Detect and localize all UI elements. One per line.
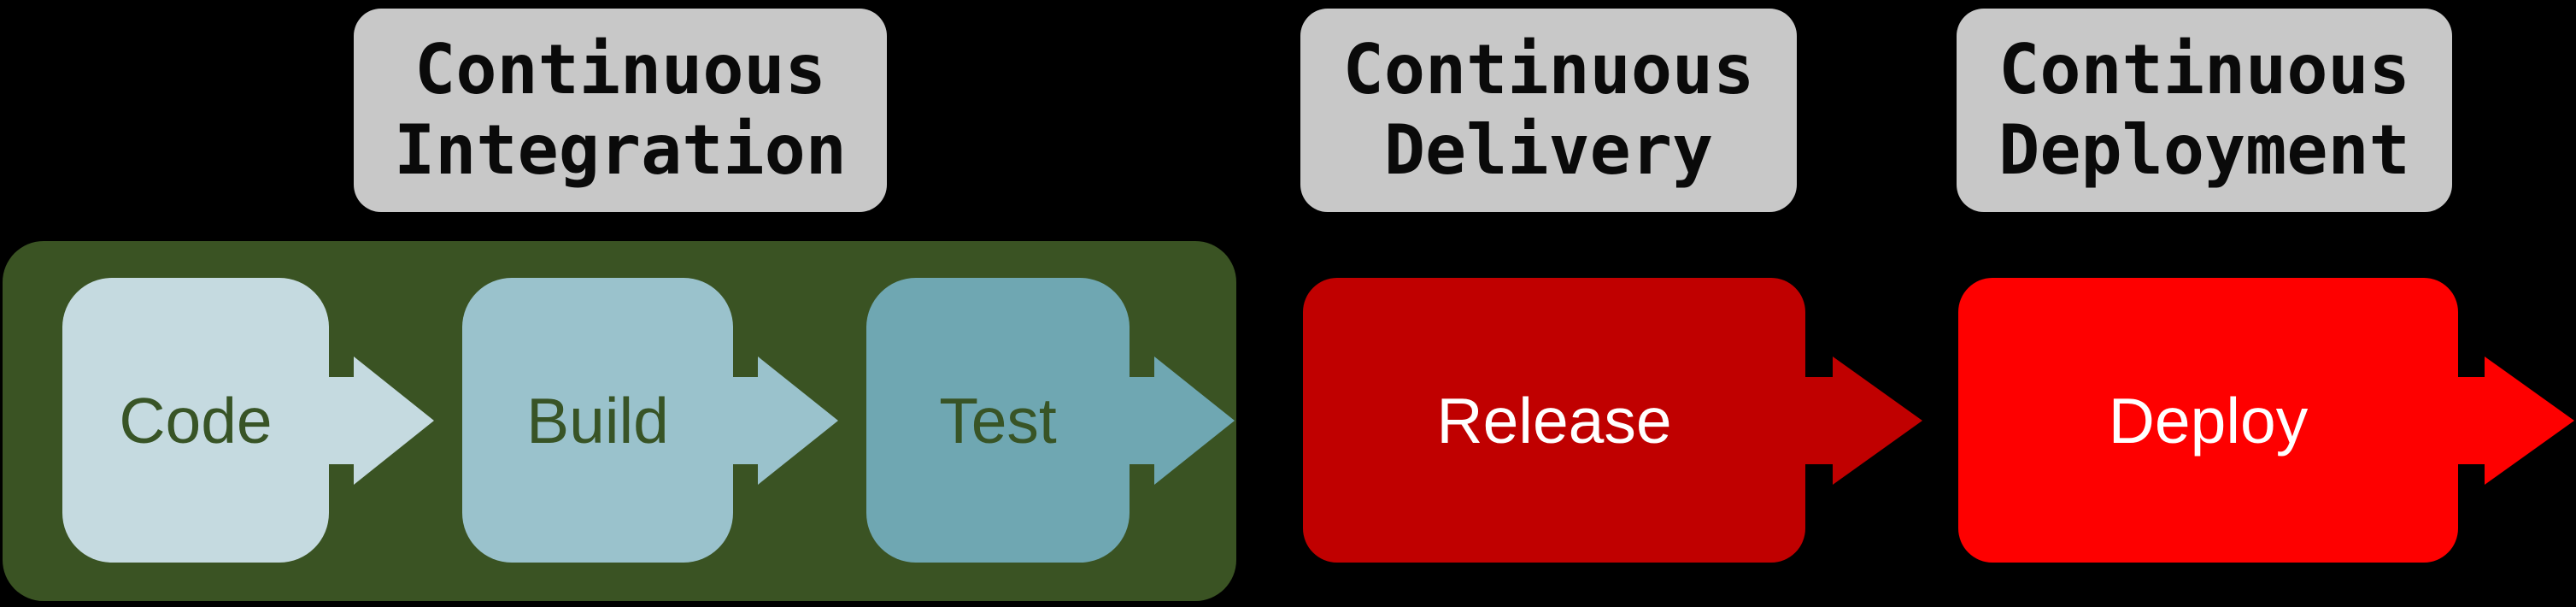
right-arrow-icon [328, 357, 434, 485]
arrow-after-code [328, 357, 434, 485]
stage-label: Build [526, 384, 669, 457]
stage-build: Build [462, 278, 733, 563]
tag-line: Deployment [1998, 110, 2410, 190]
arrow-after-release [1804, 357, 1922, 485]
tag-continuous-deployment: Continuous Deployment [1957, 9, 2452, 212]
arrow-after-build [732, 357, 838, 485]
tag-line: Integration [394, 110, 847, 190]
tag-line: Continuous [1342, 29, 1755, 109]
right-arrow-icon [1804, 357, 1922, 485]
tag-continuous-delivery: Continuous Delivery [1300, 9, 1797, 212]
arrow-after-test [1129, 357, 1235, 485]
right-arrow-icon [2456, 357, 2574, 485]
stage-deploy: Deploy [1958, 278, 2458, 563]
tag-line: Continuous [1998, 29, 2410, 109]
stage-label: Deploy [2108, 384, 2309, 457]
stage-label: Release [1436, 384, 1672, 457]
stage-label: Code [119, 384, 273, 457]
tag-line: Continuous [414, 29, 826, 109]
right-arrow-icon [732, 357, 838, 485]
tag-continuous-integration: Continuous Integration [354, 9, 887, 212]
stage-label: Test [939, 384, 1057, 457]
tag-line: Delivery [1383, 110, 1714, 190]
stage-code: Code [62, 278, 329, 563]
arrow-after-deploy [2456, 357, 2574, 485]
right-arrow-icon [1129, 357, 1235, 485]
stage-release: Release [1303, 278, 1805, 563]
stage-test: Test [866, 278, 1130, 563]
